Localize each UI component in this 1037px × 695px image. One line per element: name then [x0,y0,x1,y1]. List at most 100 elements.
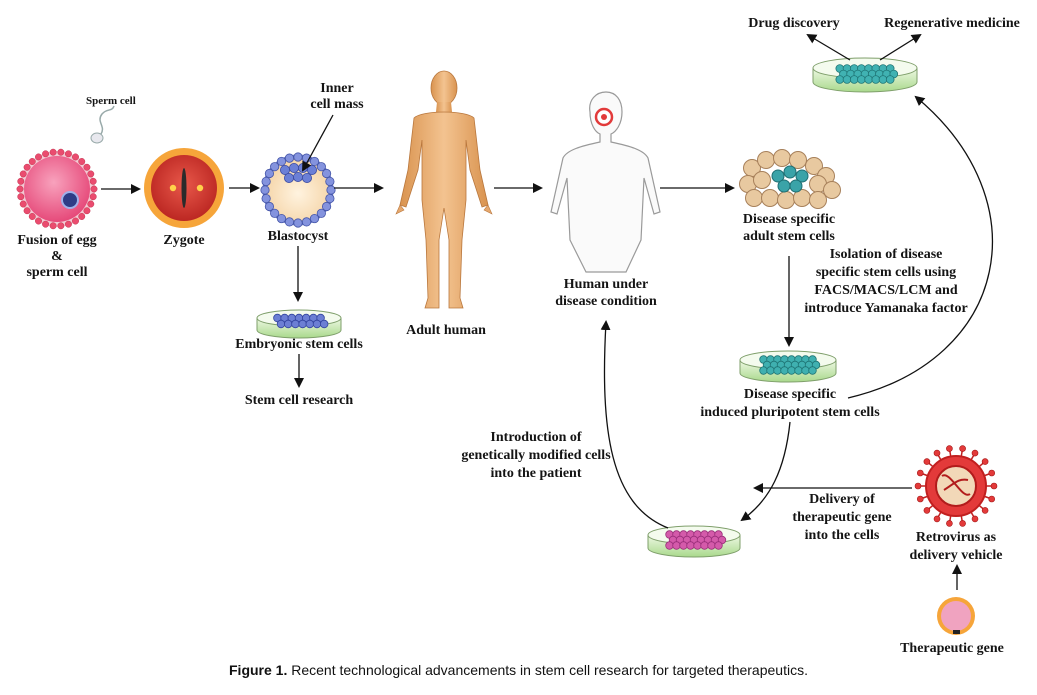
delivery-label-line1: Delivery of [809,492,875,507]
blastocyst-wall-cell [276,156,287,167]
adult-stem-cell-teal [777,179,791,193]
ipsc-cell [808,366,817,375]
modified-cell [707,541,716,550]
ipsc-cell [787,366,796,375]
egg-corona-cell [72,153,79,161]
embryonic-stem-cell [312,319,322,329]
adult-stem-cells-label-line2: adult stem cells [743,229,835,244]
blastocyst-wall-cell [301,217,312,227]
egg-corona-cell [28,158,36,165]
adult-cell [757,151,775,169]
virus-spike-head [971,515,979,523]
egg-corona-cell [87,200,95,208]
virus-spike-head [990,482,998,490]
inner-cell-mass-cell [288,162,299,173]
egg-corona-cell [83,163,91,171]
egg-corona-cell [90,185,98,193]
blastocyst-label: Blastocyst [268,229,329,244]
embryonic-stem-cell [276,319,286,329]
introduction-label-line1: Introduction of [490,430,581,445]
virus-spike-head [981,458,989,465]
virus-spike-head [971,449,979,457]
adult-cell [761,189,779,207]
adult-cell [753,171,771,189]
modified-cell [672,541,681,550]
egg-corona-cell [23,207,31,215]
delivery-label-line3: into the cells [805,528,880,543]
isolation-label-line4: introduce Yamanaka factor [804,301,967,316]
retrovirus-icon [914,445,998,527]
blastocyst-wall-cell [264,168,275,179]
adult-cell [773,149,791,167]
blastocyst-wall-cell [316,208,326,218]
arrow-inner-cell-mass [302,114,334,172]
blastocyst-wall-cell [325,176,335,187]
modified-cell [679,541,688,550]
egg-corona-cell [16,185,24,193]
blastocyst-wall-cell [270,162,280,172]
embryonic-stem-cells-label: Embryonic stem cells [235,337,363,352]
zygote-label: Zygote [163,233,204,248]
modified-cell [714,541,723,550]
embryonic-stem-cell [298,319,307,329]
top-petri-dish-icon [812,57,918,93]
ipsc-cell [759,366,768,375]
egg-corona-cell [42,220,50,228]
virus-spike-head [916,469,924,477]
top-dish-cell [885,75,895,84]
egg-corona-cell [89,177,97,185]
fusion-label-line2: & [51,249,63,264]
blastocyst-wall-cell [261,176,271,187]
blastocyst-wall-cell [326,185,336,195]
embryonic-stem-cell [305,319,314,329]
adult-cell [805,157,823,175]
fused-egg-icon [16,148,98,230]
ipsc-cell [773,366,782,375]
modified-cells-petri-dish-icon [647,525,741,558]
ipsc-cell [801,366,810,375]
egg-corona-cell [78,158,86,165]
adult-cell [823,181,841,199]
virus-spike-head [933,449,941,457]
embryonic-stem-cell [284,319,293,329]
ipsc-cell [766,366,775,375]
virus-spike-head [946,520,953,527]
human-disease-label-line2: disease condition [555,294,657,309]
egg-corona-cell [19,200,27,208]
egg-corona-cell [35,153,42,161]
blastocyst-icon [260,152,336,228]
blastocyst-wall-cell [293,152,303,162]
diseased-human-icon [550,91,661,273]
virus-spike-head [923,458,931,465]
egg-corona-cell [17,177,25,185]
adult-cell [777,191,795,209]
modified-cell [665,541,674,550]
blastocyst-wall-cell [264,201,275,212]
isolation-label-line2: specific stem cells using [816,265,956,280]
blastocyst-wall-cell [261,193,271,204]
virus-spike-head [959,445,966,452]
stem-cell-diagram: Sperm cell Fusion of egg & sperm cell Zy… [16,16,1020,655]
virus-spike-head [959,520,966,527]
virus-spike-head [988,495,996,503]
egg-corona-cell [64,150,72,158]
adult-stem-cell-teal [783,165,797,179]
inner-cell-mass-label-line1: Inner [320,81,353,96]
egg-corona-cell [87,170,95,178]
adult-stem-cell-teal [795,169,809,183]
zygote-icon [144,148,224,228]
isolation-label-line3: FACS/MACS/LCM and [814,283,957,298]
egg-corona-cell [57,148,65,156]
isolation-label-line1: Isolation of disease [830,247,943,262]
virus-spike-head [933,515,941,523]
adult-stem-cell-teal [789,179,803,193]
adult-stem-cells-label-line1: Disease specific [743,212,835,227]
virus-spike-head [923,507,931,514]
egg-corona-cell [35,217,42,225]
top-dish-cell [835,75,845,84]
egg-corona-cell [17,193,25,201]
modified-cell [686,541,695,550]
delivery-label-line2: therapeutic gene [792,510,891,525]
embryonic-stem-cell [316,313,325,323]
egg-corona-cell [78,213,86,220]
